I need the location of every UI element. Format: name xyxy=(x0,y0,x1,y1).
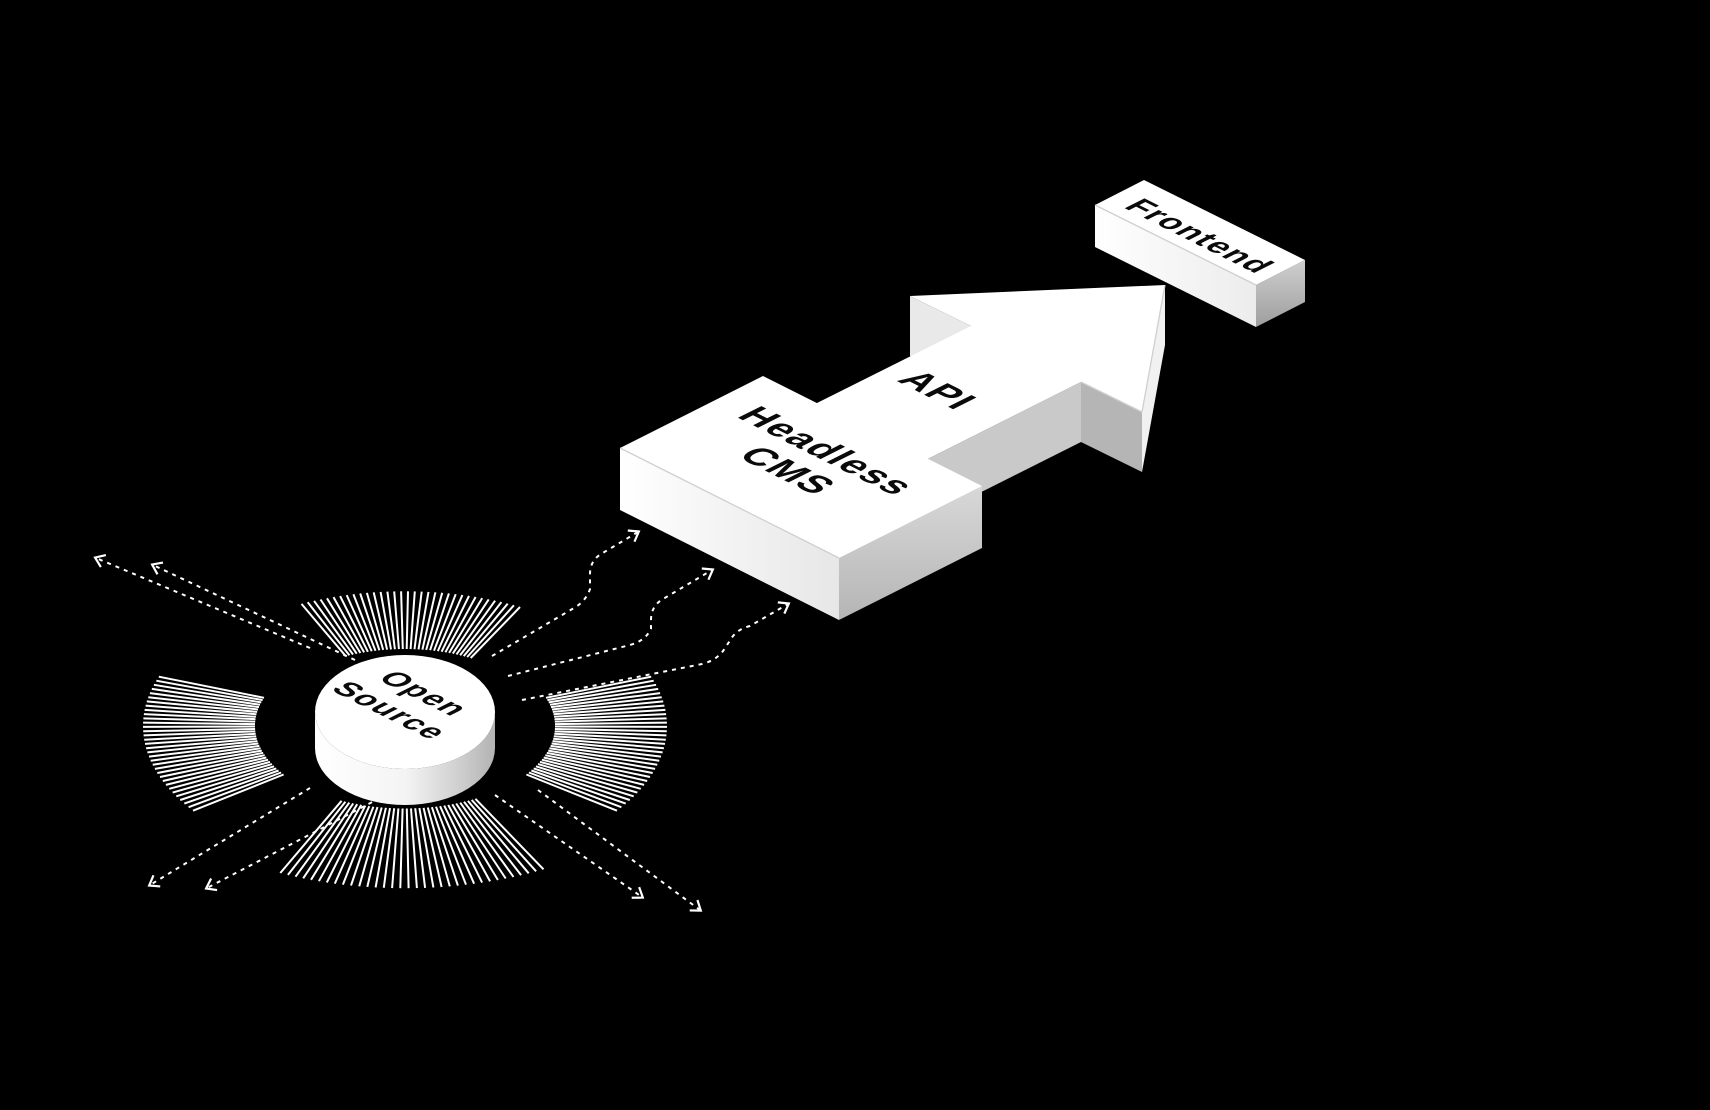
dashed-arrow-lower-right-outer xyxy=(537,789,703,912)
connector-open-source-to-cms-1 xyxy=(491,529,641,657)
open-source-node: Open Source xyxy=(315,655,495,805)
ray-fan-bottom xyxy=(279,798,545,889)
dashed-arrow-lower-left-inner xyxy=(204,797,381,892)
ray-fan-right xyxy=(526,675,668,812)
headless-cms-right-face xyxy=(839,486,982,620)
headless-cms-front-face xyxy=(620,448,839,620)
frontend-top-face xyxy=(1095,180,1305,285)
dashed-arrow-upper-left-outer xyxy=(93,554,311,649)
headless-cms-top-face xyxy=(620,376,982,558)
frontend-front-face xyxy=(1095,205,1256,327)
dashed-arrow-lower-right-inner xyxy=(494,794,645,899)
api-arrow-side-tip xyxy=(1142,285,1165,472)
connector-open-source-to-cms-2 xyxy=(507,567,715,677)
dashed-arrow-lower-left-outer xyxy=(147,787,311,888)
frontend-right-face xyxy=(1256,260,1305,327)
frontend-fold xyxy=(1094,204,1257,286)
connector-dashed-arrows xyxy=(491,529,791,701)
ray-fan-left xyxy=(142,675,284,812)
ray-fan-top xyxy=(300,591,521,659)
api-arrow-fold-wing xyxy=(1080,381,1143,413)
ray-burst xyxy=(142,591,668,889)
radiating-dashed-arrows xyxy=(93,554,703,912)
headless-cms-fold xyxy=(619,447,840,559)
open-source-top-face xyxy=(315,655,495,769)
api-arrow-fold-tip xyxy=(1141,284,1166,413)
connector-open-source-to-cms-3 xyxy=(521,601,791,701)
dashed-arrow-upper-left-inner xyxy=(150,561,356,661)
open-source-cylinder-side xyxy=(315,712,495,805)
